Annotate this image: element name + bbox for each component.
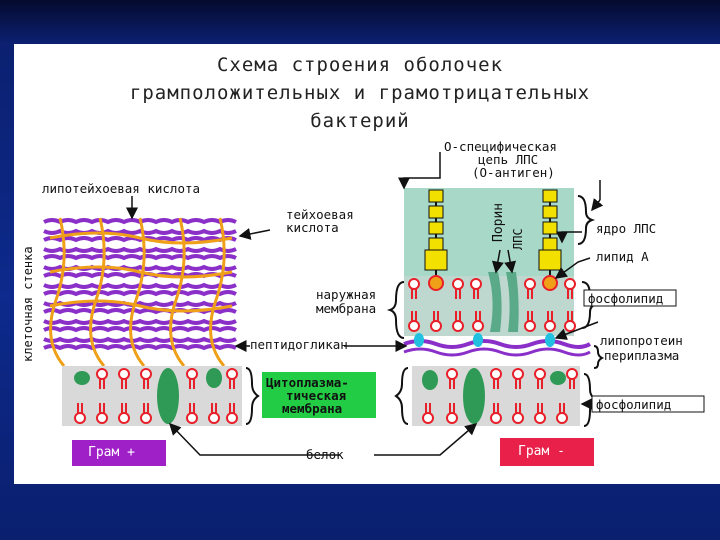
porin-label: Порин [492, 203, 505, 242]
lipoteichoic-acid-label: липотейхоевая кислота [42, 182, 200, 195]
protein-small-3 [422, 370, 438, 390]
protein-small-2 [206, 368, 222, 388]
peptidoglycan-strand [44, 328, 236, 330]
peptidoglycan-strand [44, 249, 236, 251]
lipoprotein-3 [545, 333, 555, 347]
phospholipid-top-label: фосфолипид [588, 292, 663, 305]
lipoprotein-2 [473, 333, 483, 347]
outer-membrane-label-1: наружная [316, 288, 376, 301]
lipoprotein-label: липопротеин [600, 334, 683, 347]
gram-negative-peptidoglycan [404, 341, 590, 347]
protein-small-1 [74, 371, 90, 385]
peptidoglycan-strand [44, 339, 236, 341]
lps-label: ЛПС [512, 228, 525, 250]
peptidoglycan-strand [44, 321, 236, 323]
o-chain-label-3: (O-антиген) [472, 166, 555, 179]
cell-wall-label: клеточная стенка [22, 246, 35, 362]
phospholipid-bottom-label: фосфолипид [596, 398, 671, 411]
peptidoglycan-label: пептидогликан [250, 338, 348, 351]
protein-large-2 [463, 368, 485, 424]
lipoprotein-1 [414, 333, 424, 347]
gram-positive-label: Грам + [88, 446, 135, 459]
protein-large-1 [157, 368, 179, 424]
lps-core-label: ядро ЛПС [596, 222, 656, 235]
peptidoglycan-strand [44, 256, 236, 258]
periplasm-label: периплазма [604, 349, 679, 362]
protein-label: белок [306, 448, 344, 461]
cytoplasmic-membrane-label-3: мембрана [282, 402, 342, 415]
lipid-a-label: липид А [596, 250, 649, 263]
outer-membrane-label-2: мембрана [316, 302, 376, 315]
gram-negative-label: Грам - [518, 445, 565, 458]
protein-small-4 [550, 371, 566, 385]
peptidoglycan-strand [44, 346, 236, 348]
peptidoglycan-strand [44, 231, 236, 233]
teichoic-acid-label-2: кислота [286, 221, 339, 234]
